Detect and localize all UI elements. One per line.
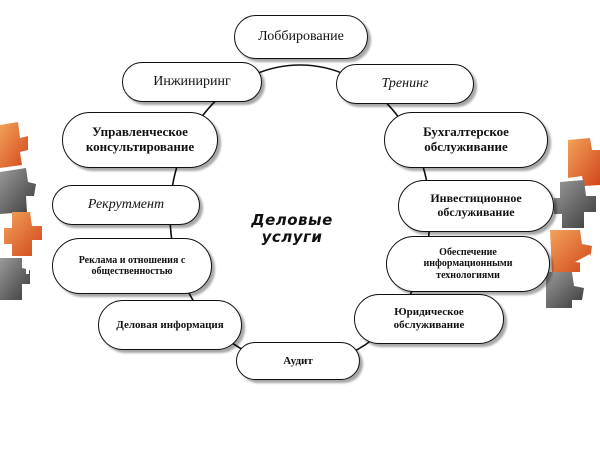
node-training[interactable]: Тренинг — [336, 64, 474, 104]
center-title-line2: услуги — [261, 227, 323, 246]
center-title: Деловые услуги — [232, 212, 352, 245]
center-title-line1: Деловые — [251, 211, 333, 229]
puzzle-decoration-right-icon — [546, 138, 600, 308]
node-lobbying[interactable]: Лоббирование — [234, 15, 368, 59]
node-management-consulting[interactable]: Управленческое консультирование — [62, 112, 218, 168]
node-accounting-label: Бухгалтерское обслуживание — [423, 124, 509, 154]
node-audit[interactable]: Аудит — [236, 342, 360, 380]
node-business-info[interactable]: Деловая информация — [98, 300, 242, 350]
node-engineering-label: Инжиниринг — [153, 73, 231, 89]
node-pr-label: Реклама и отношения с общественностью — [78, 254, 186, 278]
node-investment-label: Инвестиционное обслуживание — [430, 191, 522, 219]
puzzle-decoration-left-icon — [0, 122, 42, 300]
node-pr[interactable]: Реклама и отношения с общественностью — [52, 238, 212, 294]
node-investment[interactable]: Инвестиционное обслуживание — [398, 180, 554, 232]
node-lobbying-label: Лоббирование — [258, 28, 344, 44]
node-recruitment[interactable]: Рекрутмент — [52, 185, 200, 225]
node-engineering[interactable]: Инжиниринг — [122, 62, 262, 102]
node-legal-label: Юридическое обслуживание — [393, 306, 465, 331]
node-audit-label: Аудит — [283, 354, 313, 367]
node-recruitment-label: Рекрутмент — [87, 196, 165, 212]
node-accounting[interactable]: Бухгалтерское обслуживание — [384, 112, 548, 168]
node-training-label: Тренинг — [381, 75, 429, 91]
node-legal[interactable]: Юридическое обслуживание — [354, 294, 504, 344]
node-management-consulting-label: Управленческое консультирование — [85, 124, 195, 154]
node-it-label: Обеспечение информационными технологиями — [423, 246, 513, 281]
node-business-info-label: Деловая информация — [116, 318, 224, 331]
node-it[interactable]: Обеспечение информационными технологиями — [386, 236, 550, 292]
